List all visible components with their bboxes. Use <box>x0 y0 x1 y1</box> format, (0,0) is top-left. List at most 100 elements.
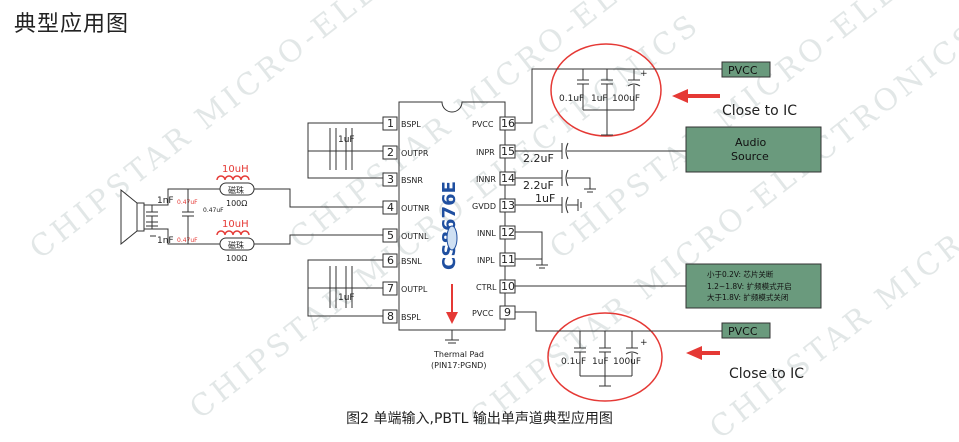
wire <box>515 231 543 265</box>
pin-number: 4 <box>387 201 394 214</box>
pin-name: BSPL <box>401 313 421 322</box>
wire-outnl <box>254 234 383 245</box>
pin-name: OUTPR <box>401 149 429 158</box>
pin-name: INPR <box>476 148 495 157</box>
pin-box <box>382 172 398 187</box>
pin-name: BSNL <box>401 257 422 266</box>
pin-number: 14 <box>501 172 515 185</box>
audio-source-block <box>685 126 822 173</box>
right-pins: 16 PVCC 15 INPR 14 INNR 13 GVDD 12 INNL … <box>472 116 516 320</box>
wire-pvcc <box>515 311 722 332</box>
speaker-icon <box>136 202 145 232</box>
innl-inpl-ground <box>515 231 548 269</box>
thermal-pad: Thermal Pad (PIN17:PGND) <box>431 330 486 370</box>
cap-value: 0.1uF <box>561 357 586 367</box>
speaker-section: 1nF 1nF 0.47uF 0.47uF 0.47uF <box>120 188 224 246</box>
red-arrow-left-icon <box>686 346 702 360</box>
top-supply-decoupling: 0.1uF 1uF 100uF + <box>515 43 722 137</box>
inductor-bottom: 10uH <box>216 219 250 236</box>
cap-value: 100uF <box>613 357 641 367</box>
chipstar-logo-icon <box>446 225 458 251</box>
pin-number: 13 <box>501 199 515 212</box>
figure-caption: 图2 单端输入,PBTL 输出单声道典型应用图 <box>346 411 613 427</box>
pin-name: PVCC <box>472 309 494 318</box>
watermark: CHIPSTAR MICRO-ELECTRONICS CHIPSTAR MICR… <box>23 0 959 442</box>
pin-number: 7 <box>387 282 394 295</box>
pin-number: 6 <box>387 254 394 267</box>
pin-name: INNR <box>476 175 496 184</box>
ctrl-note-box <box>685 263 822 309</box>
bootstrap-caps-right: 1uF <box>307 122 383 179</box>
pin-number: 2 <box>387 146 394 159</box>
wire <box>144 188 220 206</box>
cap-value: 0.1uF <box>559 94 584 104</box>
bead-top: 磁珠 100Ω <box>219 182 255 208</box>
cap-value: 1uF <box>338 135 355 145</box>
cap-value: 100uF <box>612 94 640 104</box>
wire <box>579 352 633 377</box>
pin-name: BSPL <box>401 120 421 129</box>
audio-source-label-line1: Audio <box>735 136 767 149</box>
pin-number: 1 <box>387 117 394 130</box>
polarized-capacitor-plate <box>627 83 641 87</box>
pin-number: 11 <box>501 253 515 266</box>
ic-package: CS8676E <box>398 101 506 331</box>
pvcc-box <box>721 322 771 339</box>
pin-number: 9 <box>504 306 511 319</box>
inductor-top: 10uH <box>216 164 250 181</box>
pin-name: INPL <box>477 256 495 265</box>
pvcc-text: PVCC <box>728 325 758 338</box>
cap-value: 2.2uF <box>523 152 554 165</box>
pin-name: BSNR <box>401 176 423 185</box>
close-to-ic-bottom: Close to IC <box>686 346 804 382</box>
cap-value: 1nF <box>157 196 174 206</box>
pvcc-text: PVCC <box>728 64 758 77</box>
chip-name: CS8676E <box>439 181 460 270</box>
pin-number: 8 <box>387 310 394 323</box>
pin-name: CTRL <box>476 283 497 292</box>
inductor-value: 10uH <box>222 164 249 175</box>
pin-number: 5 <box>387 229 394 242</box>
pin-number: 16 <box>501 117 515 130</box>
pin-name: OUTPL <box>401 285 428 294</box>
ctrl-note-line: 小于0.2V: 芯片关断 <box>707 269 774 279</box>
highlight-circle <box>547 312 663 402</box>
pvcc-label-top: PVCC <box>721 61 771 78</box>
cap-value: 1uF <box>535 192 555 205</box>
wire-pvcc <box>515 68 722 124</box>
wire <box>567 177 591 189</box>
pin-name: PVCC <box>472 120 494 129</box>
bead-label: 磁珠 <box>228 240 244 250</box>
input-caps: 2.2uF 2.2uF 1uF <box>515 142 686 214</box>
pin-number: 15 <box>501 145 515 158</box>
pin-name: INNL <box>477 229 496 238</box>
inductor-value: 10uH <box>222 219 249 230</box>
pin-name: OUTNL <box>401 232 429 241</box>
capacitor-plate <box>565 142 569 160</box>
polarized-capacitor-plate <box>625 351 639 355</box>
ctrl-section: 小于0.2V: 芯片关断 1.2~1.8V: 扩频模式开启 大于1.8V: 扩频… <box>515 263 822 309</box>
thermal-pad-pin-label: (PIN17:PGND) <box>431 361 486 370</box>
audio-source-box: Audio Source <box>685 126 822 173</box>
bead-label: 磁珠 <box>228 185 244 195</box>
plus-sign: + <box>640 338 648 348</box>
bottom-supply-decoupling: 0.1uF 1uF 100uF + <box>515 311 722 402</box>
pin-number: 12 <box>501 226 515 239</box>
inductor-coil-icon <box>216 230 250 236</box>
wire <box>144 228 220 245</box>
pin-name: GVDD <box>472 202 496 211</box>
speaker-cone-icon <box>120 188 138 246</box>
close-to-ic-top: Close to IC <box>672 89 797 119</box>
pin-number: 10 <box>501 280 515 293</box>
pin-number: 3 <box>387 173 394 186</box>
watermark-text: CHIPSTAR MICRO-ELECTRONICS <box>463 16 959 436</box>
close-to-ic-label: Close to IC <box>722 103 797 119</box>
red-arrow-left-icon <box>672 89 688 103</box>
cap-value: 1uF <box>338 293 355 303</box>
highlight-circle <box>550 43 662 137</box>
capacitor-plate <box>565 196 569 214</box>
thermal-pad-label: Thermal Pad <box>433 350 484 359</box>
ctrl-note-line: 1.2~1.8V: 扩频模式开启 <box>707 281 792 291</box>
pin-box <box>382 145 398 160</box>
